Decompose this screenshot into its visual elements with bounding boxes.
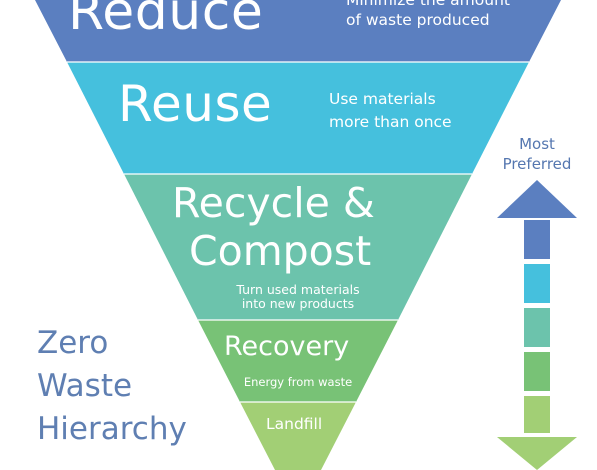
recycle-title-line2: Compost (189, 227, 372, 275)
recycle-band (124, 174, 472, 320)
recycle-title-line1: Recycle & (172, 179, 375, 227)
scale-segment-reduce (524, 220, 550, 259)
reduce-desc-line1: Minimize the amount (346, 0, 510, 9)
scale-label-line1: Most (519, 135, 555, 153)
arrow-up-icon (497, 180, 577, 218)
scale-segment-landfill (524, 396, 550, 433)
side-title-line1: Zero (37, 325, 109, 361)
recovery-title: Recovery (224, 331, 350, 362)
recycle-desc-line1: Turn used materials (236, 282, 360, 297)
reuse-band (67, 62, 529, 174)
scale-label-line2: Preferred (502, 155, 572, 173)
landfill-band (240, 402, 356, 470)
reuse-desc-line2: more than once (329, 113, 452, 131)
reduce-desc-line2: of waste produced (346, 11, 490, 29)
reuse-desc-line1: Use materials (329, 90, 436, 108)
landfill-title: Landfill (266, 415, 323, 433)
recycle-desc-line2: into new products (241, 296, 355, 311)
recovery-band (198, 320, 398, 402)
recovery-desc: Energy from waste (243, 375, 353, 389)
scale-segment-reuse (524, 264, 550, 303)
reduce-title: Reduce (68, 0, 264, 42)
reuse-title: Reuse (118, 75, 273, 133)
scale-segment-recovery (524, 352, 550, 391)
side-title-line2: Waste (37, 368, 133, 404)
scale-segment-recycle (524, 308, 550, 347)
arrow-down-icon (497, 437, 577, 470)
reduce-band (35, 0, 561, 62)
side-title-line3: Hierarchy (37, 411, 187, 447)
